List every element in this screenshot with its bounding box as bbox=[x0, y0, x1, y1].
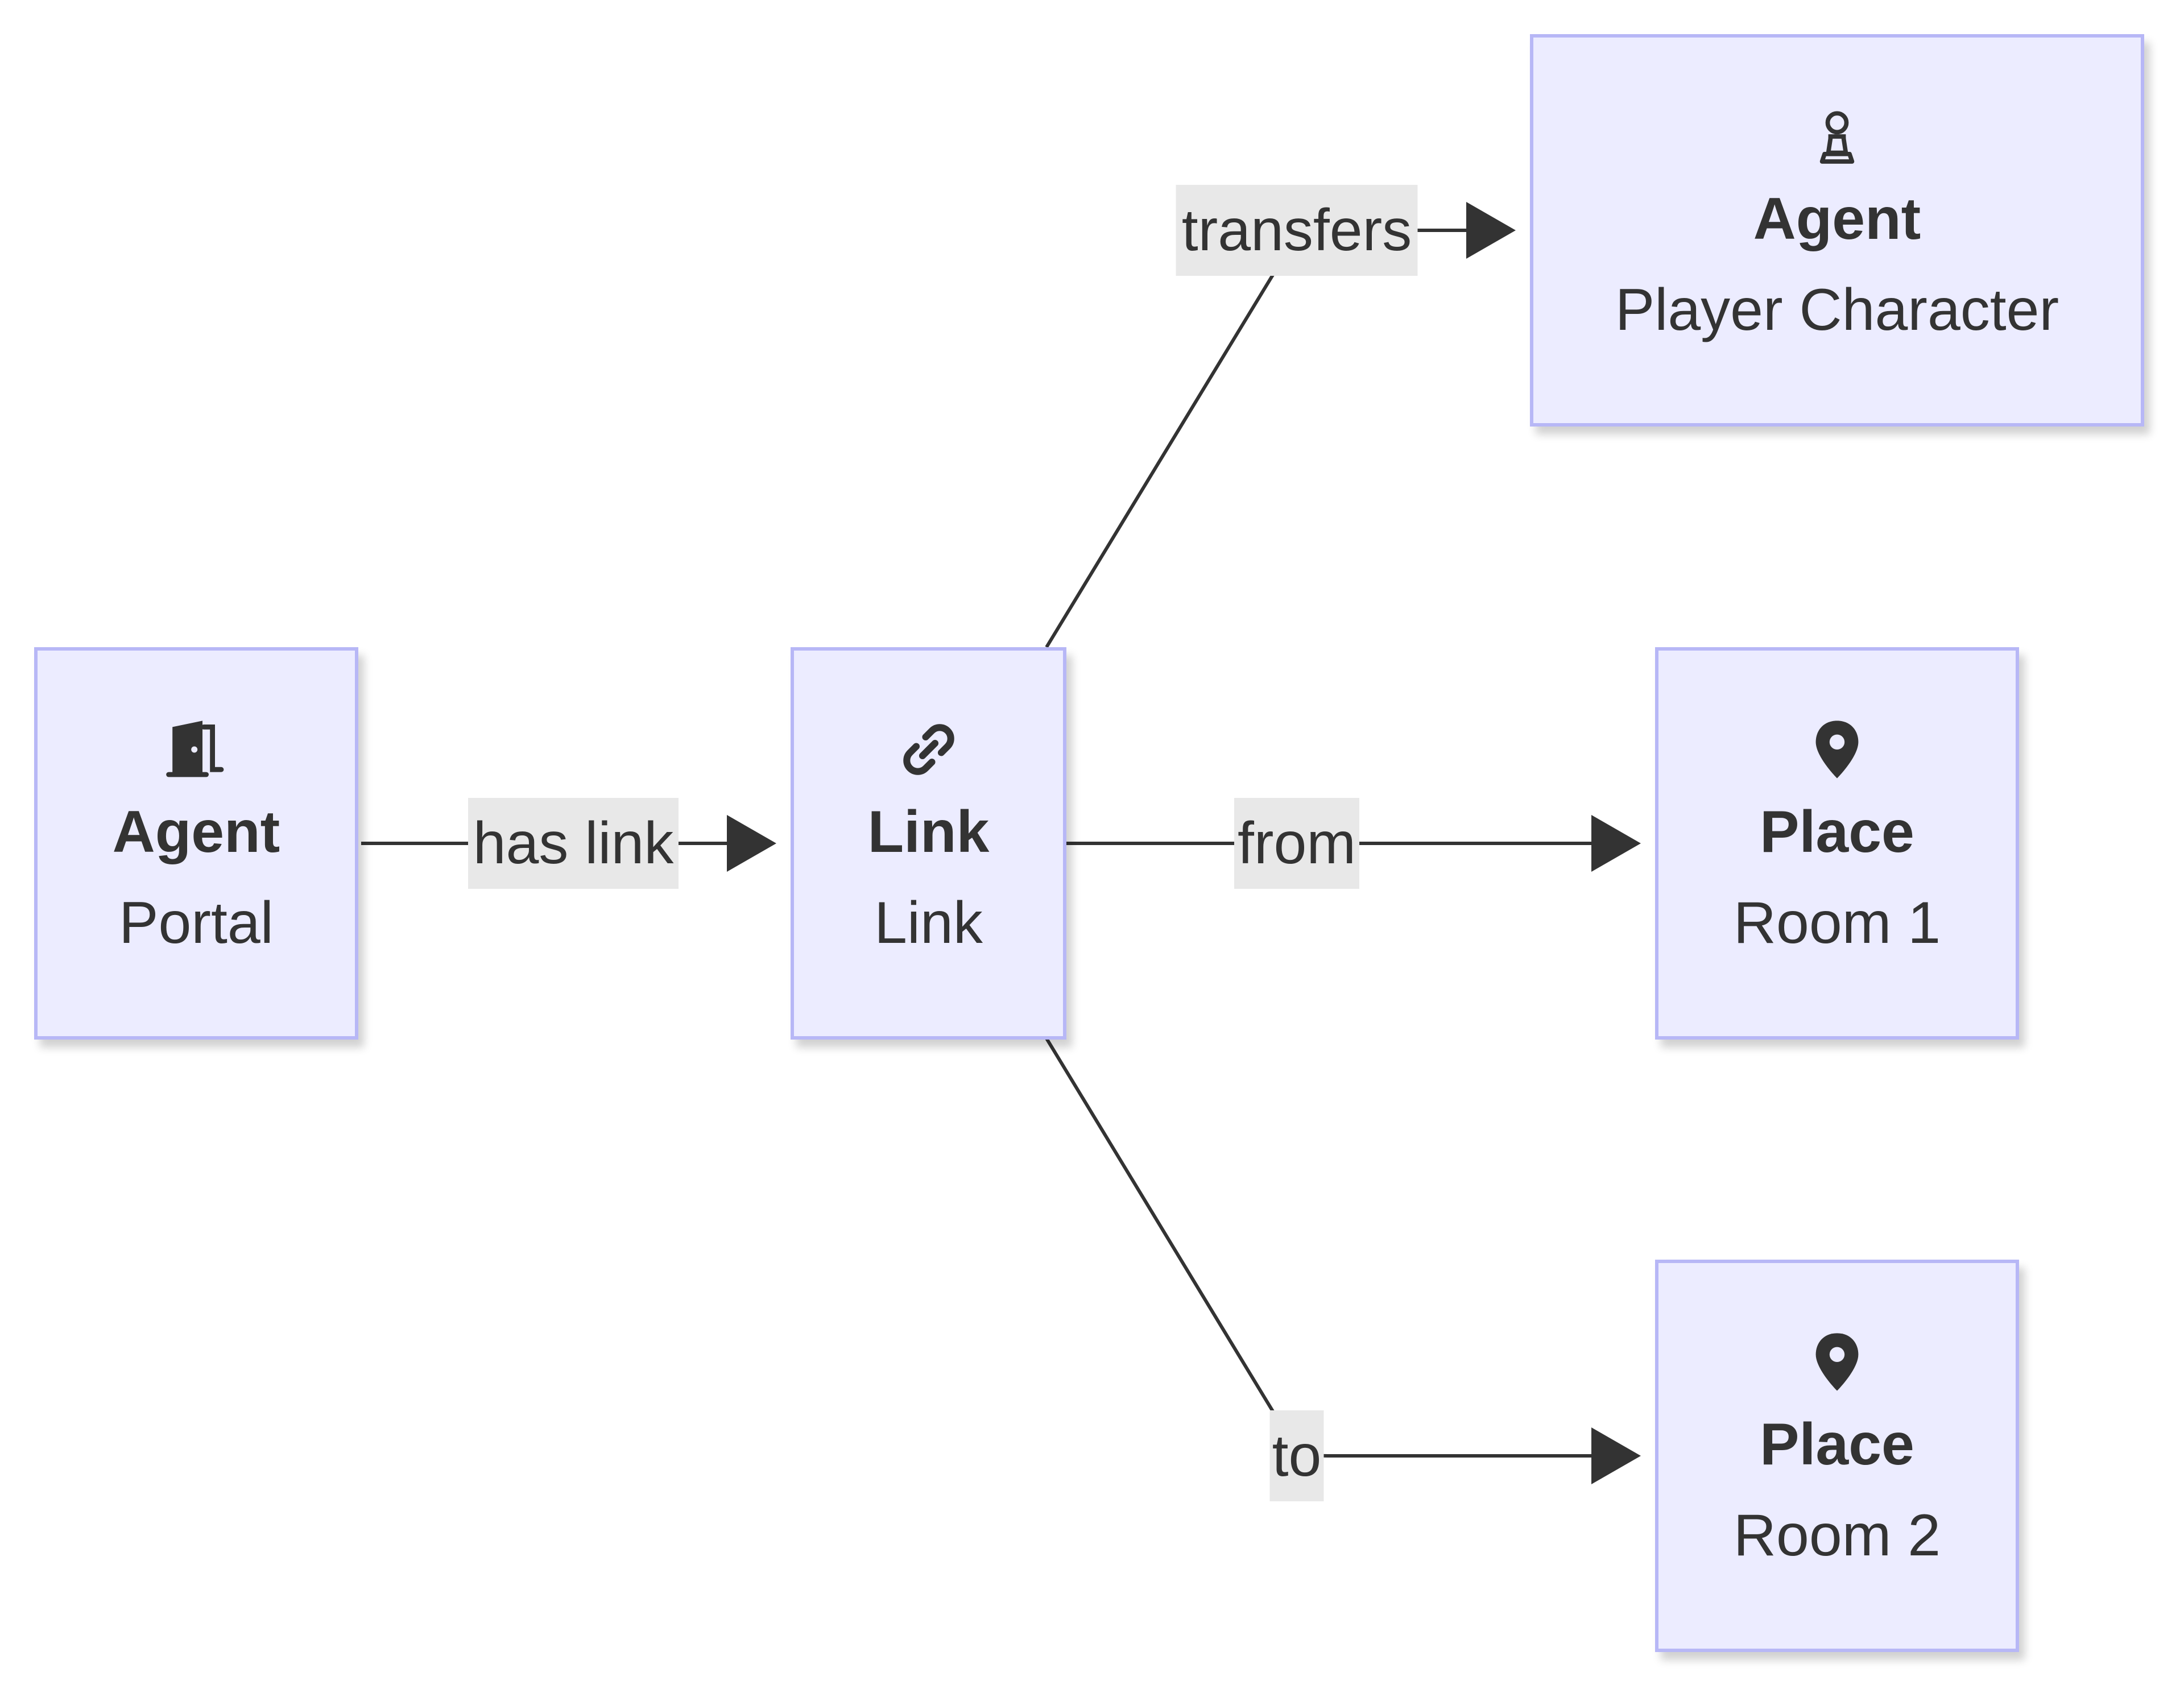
edge-label-from: from bbox=[1234, 798, 1359, 889]
node-place-room-1[interactable]: Place Room 1 bbox=[1655, 647, 2019, 1040]
map-pin-icon bbox=[1815, 721, 1859, 779]
edge-label-to: to bbox=[1269, 1410, 1324, 1501]
arrowhead-has-link bbox=[727, 815, 776, 872]
node-place-room-2[interactable]: Place Room 2 bbox=[1655, 1260, 2019, 1652]
door-icon bbox=[166, 721, 224, 777]
edge-to bbox=[1045, 1037, 1595, 1458]
node-name-label: Player Character bbox=[1615, 277, 2059, 343]
node-type-label: Place bbox=[1760, 1411, 1914, 1477]
node-agent-portal[interactable]: Agent Portal bbox=[34, 647, 358, 1040]
map-pin-icon bbox=[1815, 1333, 1859, 1391]
node-name-label: Portal bbox=[119, 890, 274, 956]
edge-label-has-link: has link bbox=[468, 798, 679, 889]
node-type-label: Place bbox=[1760, 799, 1914, 865]
node-type-label: Agent bbox=[1753, 186, 1921, 252]
node-name-label: Link bbox=[874, 890, 983, 956]
chain-link-icon bbox=[903, 724, 954, 775]
node-link[interactable]: Link Link bbox=[791, 647, 1066, 1040]
arrowhead-to bbox=[1591, 1427, 1641, 1484]
edge-label-transfers: transfers bbox=[1176, 185, 1418, 276]
node-type-label: Link bbox=[867, 799, 990, 865]
arrowhead-transfers bbox=[1466, 202, 1516, 259]
chess-pawn-icon bbox=[1819, 111, 1855, 164]
node-agent-player-character[interactable]: Agent Player Character bbox=[1530, 34, 2144, 427]
edge-transfers bbox=[1045, 229, 1473, 648]
node-name-label: Room 1 bbox=[1733, 890, 1941, 956]
node-type-label: Agent bbox=[112, 799, 280, 865]
node-name-label: Room 2 bbox=[1733, 1502, 1941, 1568]
arrowhead-from bbox=[1591, 815, 1641, 872]
